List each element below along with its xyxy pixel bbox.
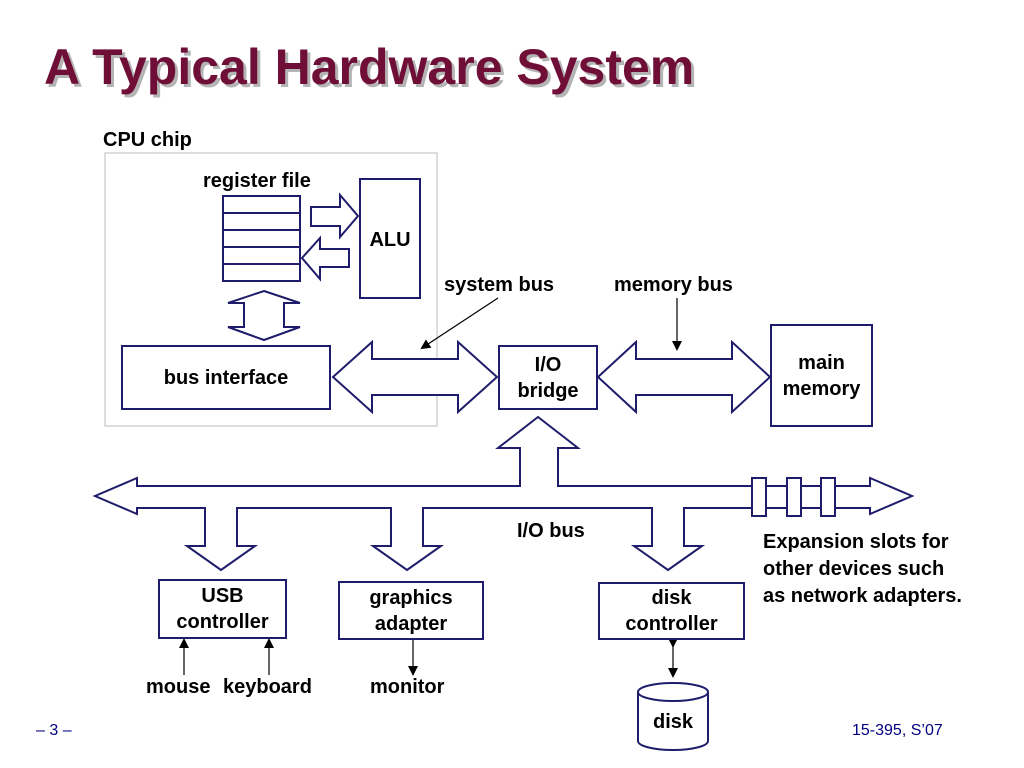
expansion-slot	[820, 477, 836, 517]
disk-cylinder	[637, 682, 709, 751]
io-bus-arrow	[92, 415, 915, 572]
io-bridge-label-line1: I/O	[534, 353, 562, 376]
disk-controller-label-line2: controller	[625, 613, 718, 635]
register-file-label: register file	[203, 170, 311, 192]
expansion-note-line2: other devices such	[763, 558, 945, 580]
io-bus-label: I/O bus	[517, 520, 585, 542]
disk-controller-label-line1: disk	[651, 587, 692, 609]
expansion-slot	[751, 477, 767, 517]
usb-controller-box: USB controller	[158, 579, 287, 639]
main-memory-label-line1: main	[798, 351, 845, 374]
memory-bus-arrow	[596, 339, 772, 415]
graphics-adapter-label-line1: graphics	[369, 586, 453, 609]
monitor-label: monitor	[370, 676, 445, 698]
alu-label: ALU	[369, 229, 411, 251]
expansion-note-line3: as network adapters.	[763, 585, 962, 607]
mouse-label: mouse	[146, 676, 211, 698]
io-bridge-label-line2: bridge	[517, 379, 579, 402]
bus-interface-box: bus interface	[121, 345, 331, 410]
cpu-chip-outline	[104, 152, 438, 427]
disk-controller-box: disk controller	[598, 582, 745, 640]
usb-controller-label-line2: controller	[176, 611, 269, 633]
course-label: 15-395, S’07	[852, 722, 943, 739]
expansion-note-line1: Expansion slots for	[763, 531, 949, 553]
system-bus-label: system bus	[444, 274, 555, 296]
io-bridge-box: I/O bridge	[498, 345, 598, 410]
expansion-slot	[786, 477, 802, 517]
regfile-to-alu-arrow	[310, 192, 360, 240]
expansion-note: Expansion slots for other devices such a…	[763, 529, 962, 610]
cpu-chip-label: CPU chip	[103, 129, 192, 151]
usb-controller-label-line1: USB	[201, 585, 244, 607]
keyboard-label: keyboard	[223, 676, 312, 698]
system-bus-pointer	[420, 297, 499, 350]
bus-interface-label: bus interface	[163, 366, 289, 389]
alu-box	[359, 178, 421, 299]
page-number: – 3 –	[36, 722, 72, 739]
memory-bus-label: memory bus	[614, 274, 733, 296]
graphics-adapter-label-line2: adapter	[374, 612, 448, 635]
expansion-slots	[751, 477, 836, 517]
register-file	[222, 195, 301, 282]
main-memory-box: main memory	[770, 324, 873, 427]
disk-label: disk	[652, 711, 694, 733]
main-memory-label-line2: memory	[782, 377, 861, 400]
graphics-adapter-box: graphics adapter	[338, 581, 484, 640]
regfile-businterface-arrow	[227, 289, 301, 342]
system-bus-arrow	[331, 339, 499, 415]
alu-to-regfile-arrow	[300, 235, 350, 282]
slide-title: A Typical Hardware System	[44, 39, 695, 95]
